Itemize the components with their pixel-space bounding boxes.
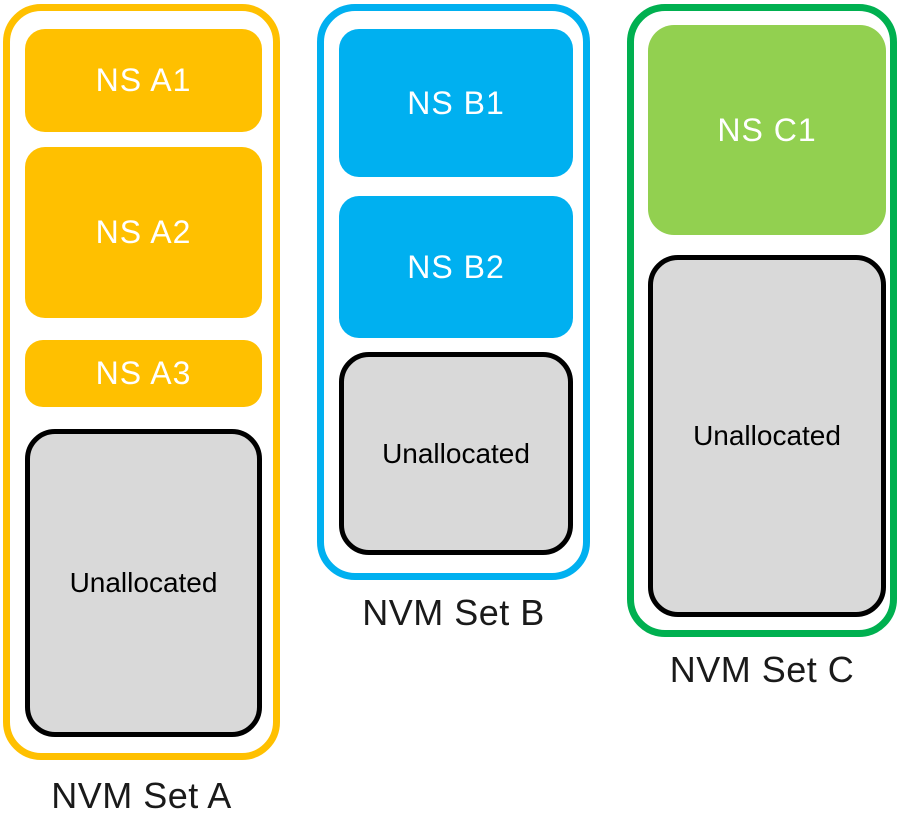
namespace-label: NS B2 [407, 248, 505, 285]
namespace-block-ns-b2: NS B2 [339, 196, 573, 338]
unallocated-label: Unallocated [693, 420, 841, 451]
namespace-block-ns-c1: NS C1 [648, 25, 886, 235]
namespace-label: NS B1 [407, 84, 505, 121]
nvm-set-b-caption: NVM Set B [362, 592, 545, 633]
namespace-label: NS C1 [717, 111, 817, 148]
namespace-label: NS A2 [95, 214, 192, 250]
unallocated-label: Unallocated [69, 567, 218, 598]
unallocated-block-set-c: Unallocated [648, 255, 886, 617]
namespace-block-ns-b1: NS B1 [339, 29, 573, 177]
namespace-label: NS A3 [95, 355, 192, 391]
nvm-set-c-container: NS C1 Unallocated [627, 4, 897, 637]
nvm-set-b-container: NS B1 NS B2 Unallocated [317, 4, 590, 580]
namespace-block-ns-a3: NS A3 [25, 340, 262, 407]
unallocated-block-set-b: Unallocated [339, 352, 573, 555]
unallocated-block-set-a: Unallocated [25, 429, 262, 737]
nvm-set-a-caption: NVM Set A [51, 775, 232, 816]
namespace-block-ns-a1: NS A1 [25, 29, 262, 132]
nvm-set-c-caption: NVM Set C [669, 649, 855, 690]
namespace-label: NS A1 [95, 62, 192, 98]
nvm-set-a-container: NS A1 NS A2 NS A3 Unallocated [3, 4, 280, 760]
namespace-block-ns-a2: NS A2 [25, 147, 262, 318]
unallocated-label: Unallocated [382, 437, 530, 469]
